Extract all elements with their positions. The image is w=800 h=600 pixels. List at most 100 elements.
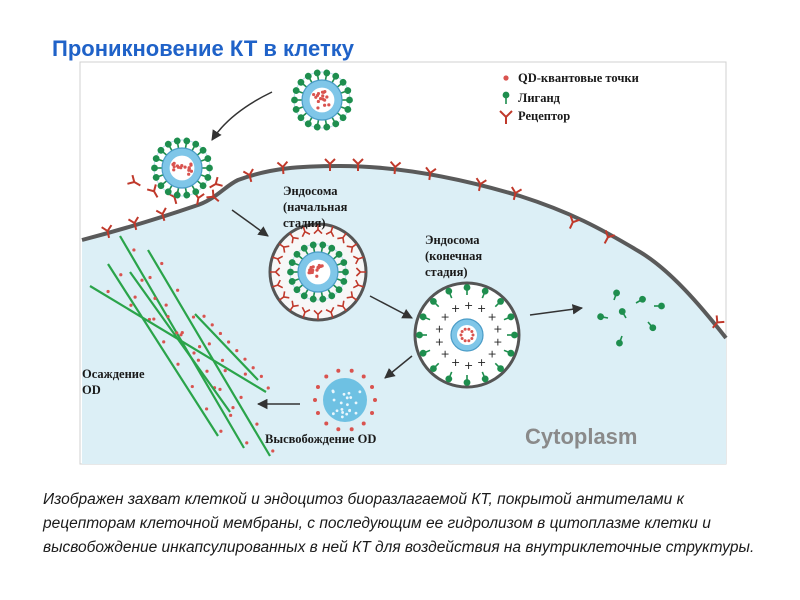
legend-qd-label: QD-квантовые точки [518, 71, 639, 85]
qd-dot-icon [463, 327, 467, 331]
ligand-icon [300, 244, 309, 256]
ligand-icon [336, 259, 348, 266]
receptor-icon [324, 158, 336, 171]
ligand-icon [338, 268, 349, 276]
ligand-icon [164, 140, 173, 152]
receptor-icon [301, 226, 311, 238]
receptor-icon [209, 176, 223, 189]
receptor-icon [278, 291, 290, 301]
ligand-icon [503, 349, 515, 357]
ligand-icon [445, 287, 453, 299]
qd-dot-icon [316, 99, 320, 104]
qd-dot-icon [266, 386, 270, 390]
qd-dot-icon [318, 264, 323, 269]
cell-membrane [81, 163, 728, 340]
qd-dot-icon [323, 98, 327, 102]
ligand-icon [309, 241, 317, 253]
qd-dot-icon [315, 274, 319, 278]
receptor-icon [272, 279, 284, 289]
qd-dot-icon [321, 94, 325, 98]
ligand-icon [292, 106, 304, 113]
qd-dot-icon [336, 368, 341, 373]
ligand-icon [445, 371, 453, 383]
ligand-icon [463, 375, 471, 386]
ligand-icon [304, 116, 313, 128]
qd-dot-icon [162, 340, 166, 344]
plus-icon: + [493, 336, 502, 349]
label-deposition: Осаждение OD [82, 367, 148, 397]
qd-dot-icon [153, 296, 157, 300]
qd-dot-icon [467, 339, 471, 343]
ligand-icon [196, 180, 207, 190]
qd-dot-icon [192, 351, 196, 355]
qd-dot-icon [361, 374, 366, 379]
qd-dot-icon [187, 172, 191, 176]
qd-dot-icon [467, 327, 471, 331]
receptor-icon [278, 243, 290, 253]
qd-dot-icon [223, 369, 227, 373]
qd-dot-icon [336, 427, 341, 432]
ligand-icon [419, 349, 431, 357]
plus-icon: + [435, 336, 444, 349]
qd-dot-icon [196, 358, 200, 362]
ligand-icon [618, 308, 627, 319]
slide-caption: Изображен захват клеткой и эндоцитоз био… [43, 491, 755, 556]
ligand-icon [297, 112, 308, 122]
plus-icon: + [493, 322, 502, 335]
qd-dot-icon [370, 384, 375, 389]
qd-dot-icon [349, 427, 354, 432]
qd-dot-icon [205, 369, 209, 373]
ligand-icon [323, 69, 331, 81]
qd-dot-icon [255, 422, 259, 426]
qd-dot-icon [259, 374, 263, 378]
receptor-icon [242, 168, 254, 183]
qd-dot-icon [459, 333, 463, 337]
receptor-icon [127, 216, 140, 231]
legend-ligand-icon [502, 91, 510, 104]
qd-dot-icon [179, 333, 183, 337]
ligand-icon [635, 295, 646, 304]
ligand-icon [647, 321, 657, 332]
qd-dot-icon [308, 268, 312, 272]
endocytosis-diagram: ++++++++++++++ QD-квантовые точки Лиганд… [79, 61, 728, 465]
released-qd-particle [313, 368, 377, 432]
ligand-icon [332, 250, 343, 260]
qd-dot-icon [175, 331, 179, 335]
ligand-icon [332, 284, 343, 294]
ligand-icon [613, 289, 620, 301]
plus-icon: + [441, 348, 450, 361]
plus-icon: + [441, 310, 450, 323]
qd-dot-icon [191, 315, 196, 319]
receptor-icon [355, 267, 367, 277]
receptor-icon [146, 184, 159, 198]
receptor-icon [269, 267, 281, 277]
ligand-icon [327, 244, 336, 256]
qd-dot-icon [166, 315, 170, 319]
qd-dot-icon [310, 270, 314, 275]
arrow-to-late-endosome [369, 295, 413, 319]
ligand-icon [616, 335, 623, 347]
ligand-icon [191, 140, 200, 152]
qd-dot-icon [179, 166, 183, 170]
qd-dot-icon [235, 349, 239, 353]
receptor-icon [352, 255, 364, 265]
receptor-icon [568, 215, 580, 229]
receptor-icon [325, 226, 335, 238]
receptor-icon [127, 174, 141, 187]
qd-dot-icon [245, 441, 249, 445]
receptor-icon [101, 224, 113, 239]
receptor-icon [206, 189, 220, 202]
qd-dot-icon [239, 395, 243, 399]
label-endosome-late: Эндосома (конечная стадия) [425, 233, 485, 279]
plus-icon: + [464, 359, 473, 372]
qd-dot-icon [176, 362, 180, 366]
qd-dot-icon [243, 357, 247, 361]
ligand-icon [463, 284, 471, 295]
qd-dot-icon [160, 261, 164, 266]
plus-icon: + [451, 356, 460, 369]
qd-dot-icon [148, 275, 152, 280]
qd-dot-icon [460, 329, 464, 333]
qd-dot-icon [324, 374, 329, 379]
fibre-line [129, 271, 231, 413]
receptor-icon [313, 309, 323, 321]
